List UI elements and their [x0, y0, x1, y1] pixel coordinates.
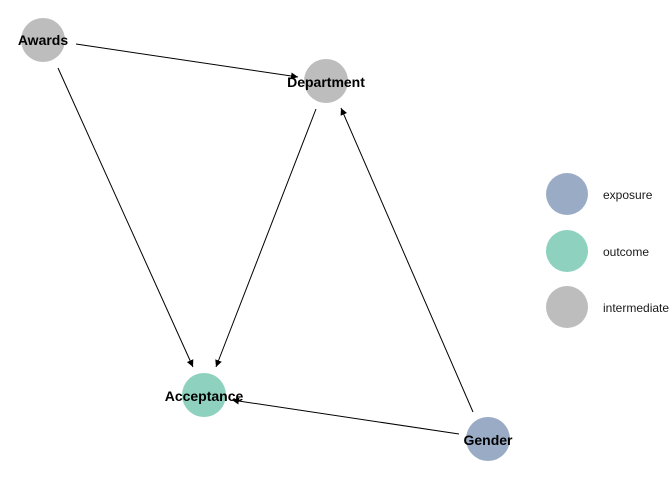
- node-awards-label: Awards: [18, 32, 69, 48]
- edge-awards-department: [75, 43, 299, 80]
- node-acceptance-label: Acceptance: [165, 388, 244, 404]
- legend-swatch-exposure: [546, 173, 588, 215]
- legend-label-intermediate: intermediate: [603, 301, 669, 315]
- node-gender: Gender: [463, 417, 513, 461]
- edge-awards-acceptance: [57, 67, 194, 368]
- edge-gender-acceptance: [231, 397, 460, 435]
- edge-gender-department: [340, 107, 474, 413]
- edges: [57, 43, 474, 435]
- legend-item-exposure: exposure: [546, 173, 653, 215]
- edge-department-acceptance: [215, 108, 317, 368]
- node-gender-label: Gender: [463, 432, 513, 448]
- legend-label-outcome: outcome: [603, 245, 649, 259]
- node-acceptance-circle: [182, 373, 226, 417]
- legend-label-exposure: exposure: [603, 188, 653, 202]
- node-awards-circle: [21, 18, 65, 62]
- legend-swatch-outcome: [546, 230, 588, 272]
- legend-item-outcome: outcome: [546, 230, 649, 272]
- node-department-circle: [304, 59, 348, 103]
- node-gender-circle: [466, 417, 510, 461]
- legend-item-intermediate: intermediate: [546, 286, 669, 328]
- node-department: Department: [287, 59, 365, 103]
- legend-swatch-intermediate: [546, 286, 588, 328]
- node-acceptance: Acceptance: [165, 373, 244, 417]
- node-department-label: Department: [287, 74, 365, 90]
- node-awards: Awards: [18, 18, 69, 62]
- legend: exposure outcome intermediate: [546, 173, 669, 328]
